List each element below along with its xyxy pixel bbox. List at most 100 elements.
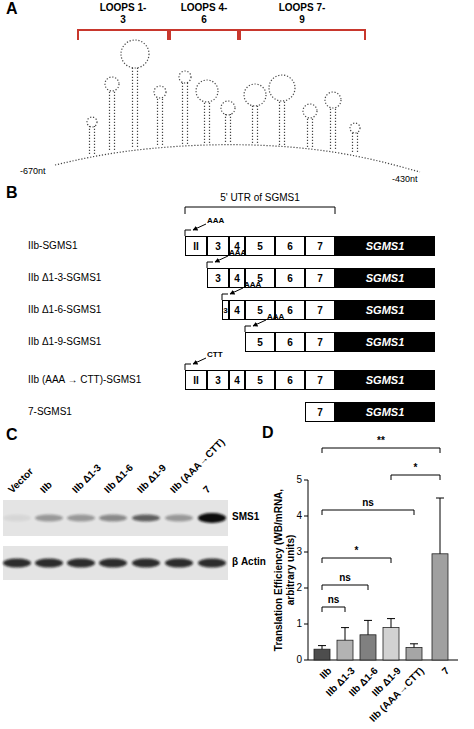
y-tick [304, 624, 308, 625]
rna-loop [303, 104, 317, 118]
y-tick [304, 660, 308, 661]
bar [360, 635, 376, 660]
utr-segment-box: II [185, 236, 207, 256]
rna-loop [244, 84, 266, 106]
utr-segment-box: 6 [275, 236, 305, 256]
rna-stem [109, 90, 110, 150]
bar [383, 628, 399, 660]
loop-group-bracket [78, 30, 168, 40]
rna-stem [209, 101, 210, 143]
utr-segment-box: 7 [305, 332, 335, 352]
rna-loop [87, 117, 97, 127]
lane-label: IIb [38, 479, 54, 495]
node-text: 7 [317, 273, 323, 284]
rna-stem [352, 132, 353, 152]
rna-loop [154, 86, 166, 98]
rna-loop [121, 40, 149, 68]
rna-stem [132, 67, 133, 147]
rna-stem [335, 107, 336, 149]
rna-stem [252, 105, 253, 143]
error-bar [391, 619, 392, 628]
rna-stem [94, 126, 95, 154]
rna-loop [196, 80, 218, 102]
node-text: 5 [257, 241, 263, 252]
utr-segment-box: 7 [305, 268, 335, 288]
rna-stem [187, 82, 188, 144]
loop-group-bracket [170, 30, 238, 40]
rna-loop [221, 101, 235, 115]
rna-stem [330, 107, 331, 149]
coding-sequence-box: SGMS1 [335, 332, 435, 352]
protein-band [198, 513, 226, 523]
tick-label: 0 [296, 654, 302, 666]
protein-band [99, 515, 127, 522]
rna-stem [307, 117, 308, 147]
utr-segment-box: 5 [245, 332, 275, 352]
start-site-arrow [230, 288, 243, 294]
node-text: 5 [257, 305, 263, 316]
utr-segment-box: 5 [245, 236, 275, 256]
actin-band [132, 559, 160, 568]
node-text: SGMS1 [366, 337, 405, 348]
coding-sequence-box: SGMS1 [335, 268, 435, 288]
rna-structure [55, 30, 420, 172]
start-site-arrow [253, 320, 266, 326]
node-text: 6 [287, 273, 293, 284]
significance-mark: ns [330, 572, 360, 584]
node-text: 3 [223, 305, 227, 316]
coding-sequence-box: SGMS1 [335, 370, 435, 390]
rna-loop [105, 77, 119, 91]
start-site-arrow [193, 224, 206, 230]
lane-label: IIb Δ1-9 [135, 462, 169, 496]
node-text: 7 [317, 305, 323, 316]
protein-band [67, 515, 95, 522]
utr-segment-box: 4 [229, 300, 245, 320]
utr-bracket [185, 207, 335, 214]
category-label: IIb [318, 665, 334, 681]
rna-loop [350, 123, 360, 133]
region-label: 5' UTR of SGMS1 [175, 192, 345, 204]
tick-label: 1 [296, 618, 302, 630]
node-text: 7 [317, 241, 323, 252]
blot-membrane [3, 500, 228, 536]
actin-band [67, 559, 95, 568]
node-text: SGMS1 [366, 407, 405, 418]
node-text: 6 [287, 375, 293, 386]
utr-segment-box: 5 [245, 370, 275, 390]
significance-bracket [322, 607, 345, 612]
significance-bracket [322, 585, 368, 590]
rna-stem [257, 105, 258, 143]
node-text: SGMS1 [366, 273, 405, 284]
error-cap [387, 618, 395, 619]
blot-membrane [3, 546, 228, 580]
significance-mark: * [342, 545, 372, 557]
coding-sequence-box: SGMS1 [335, 236, 435, 256]
significance-mark: ns [353, 497, 383, 509]
rna-loop [325, 92, 341, 108]
error-cap [436, 498, 444, 499]
node-text: II [193, 375, 199, 386]
protein-label: β Actin [232, 556, 266, 568]
node-text: 4 [234, 375, 240, 386]
node-text: 3 [215, 375, 221, 386]
rna-stem [162, 97, 163, 145]
node-text: 5 [257, 337, 263, 348]
error-cap [341, 627, 349, 628]
error-bar [440, 498, 441, 554]
y-tick [304, 588, 308, 589]
axis-title: Translation Efficiency (WB/mRNA, arbitra… [273, 483, 296, 658]
rna-stem [230, 114, 231, 142]
utr-segment-box: 6 [275, 268, 305, 288]
node-text: 7 [317, 375, 323, 386]
y-tick [304, 552, 308, 553]
rna-stem [157, 97, 158, 145]
utr-segment-box: 3 [207, 268, 229, 288]
loop-group-label: LOOPS 7-9 [277, 2, 327, 25]
lane-label: IIb Δ1-3 [70, 462, 104, 496]
utr-segment-box: 7 [305, 236, 335, 256]
codon-label: AAA [244, 280, 261, 289]
node-text: 7 [317, 407, 323, 418]
actin-band [99, 559, 127, 568]
error-bar [414, 644, 415, 648]
utr-segment-box: 3 [207, 236, 229, 256]
